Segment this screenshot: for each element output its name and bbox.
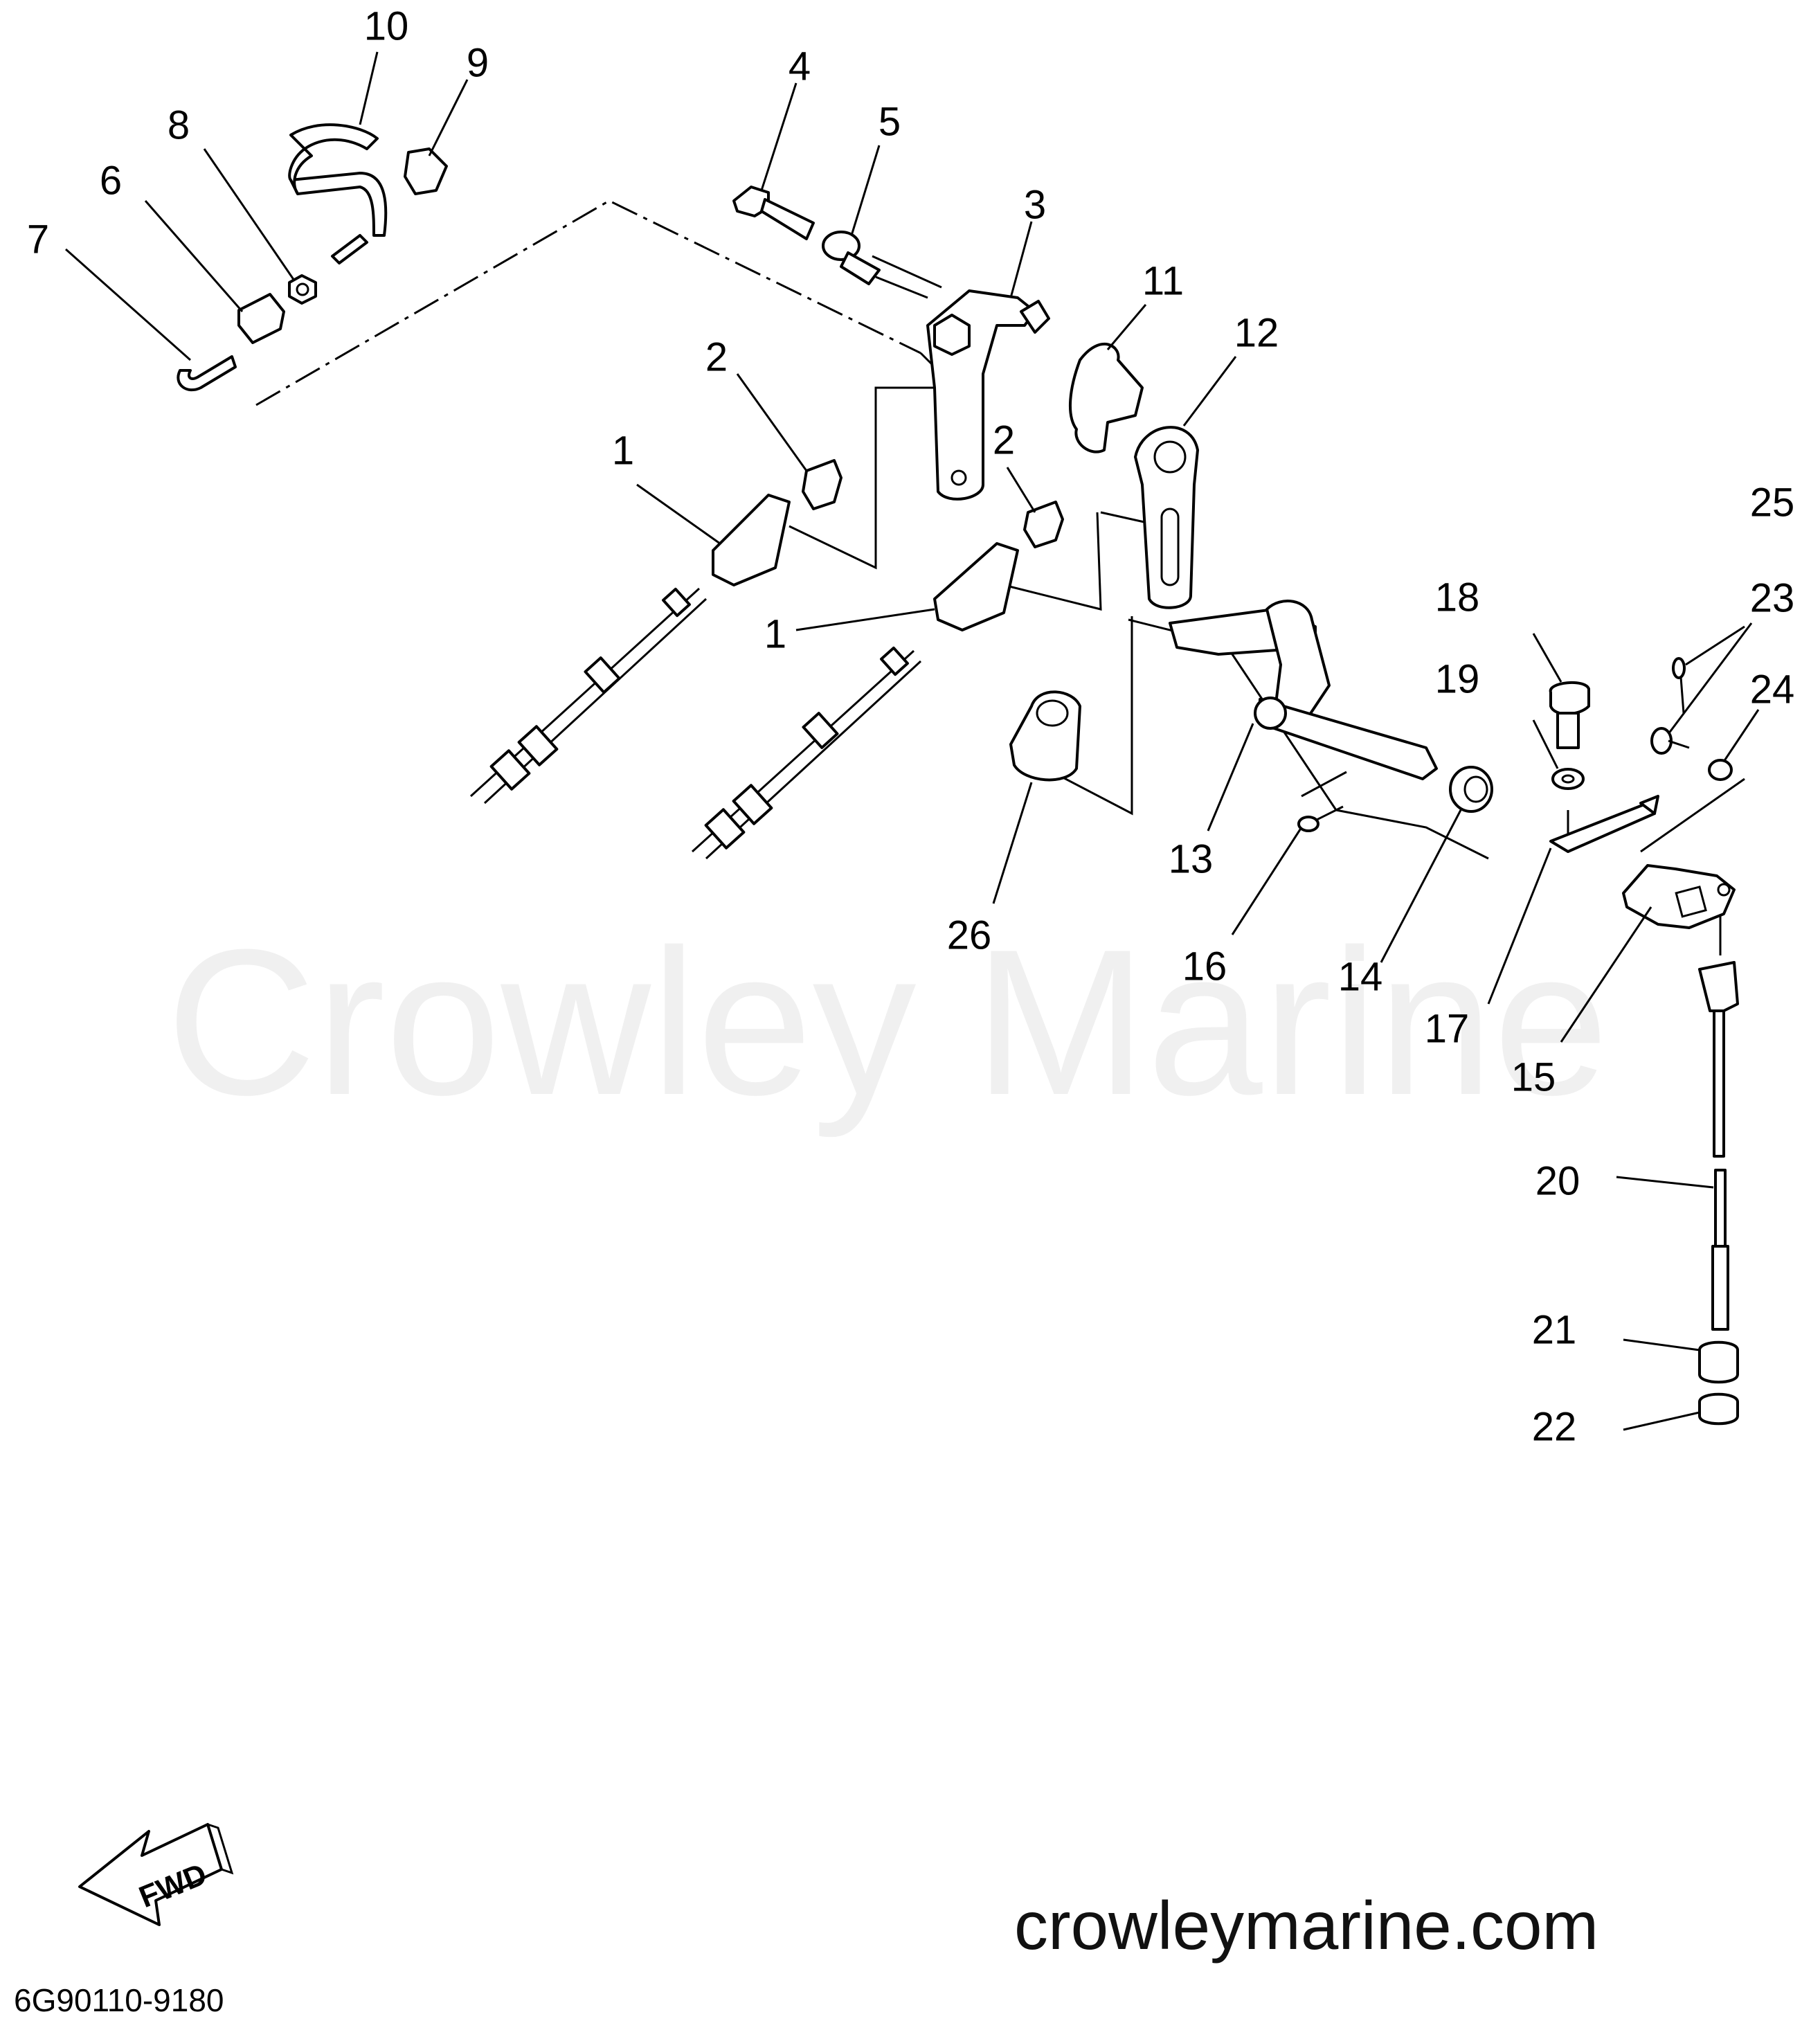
- callout-2b: 2: [993, 417, 1015, 462]
- threaded-rod: [331, 234, 368, 264]
- website-url: crowleymarine.com: [1014, 1887, 1598, 1964]
- callout-3: 3: [1024, 182, 1046, 227]
- cable-joint-1-left: [712, 494, 791, 586]
- clip-2-right: [1023, 501, 1064, 548]
- watermark: Crowley Marine: [166, 906, 1609, 1140]
- callout-21: 21: [1532, 1307, 1577, 1352]
- callout-7: 7: [27, 217, 49, 262]
- washer-19: [1551, 768, 1585, 790]
- callout-22: 22: [1532, 1404, 1577, 1449]
- callout-13: 13: [1169, 836, 1214, 881]
- callout-17: 17: [1425, 1006, 1470, 1051]
- callout-2a: 2: [705, 334, 728, 379]
- cotter-pin-25: [1672, 657, 1686, 714]
- clip-2-left: [802, 459, 843, 510]
- link-12: [1134, 426, 1199, 609]
- callout-11: 11: [1142, 258, 1184, 303]
- cam-26: [1009, 690, 1081, 782]
- callout-12: 12: [1234, 310, 1279, 355]
- cable-left: [469, 587, 708, 805]
- callout-19: 19: [1435, 656, 1480, 701]
- nut-21: [1698, 1340, 1739, 1384]
- bolt-18: [1549, 681, 1590, 749]
- callout-labels: 1 1 2 2 3 4 5 6 7 8 9 10 11 12 13 14 15 …: [27, 3, 1794, 1449]
- bolt-4: [732, 186, 815, 240]
- callout-15: 15: [1511, 1054, 1556, 1099]
- callout-1b: 1: [764, 611, 786, 656]
- callout-10: 10: [364, 3, 409, 48]
- callout-1a: 1: [612, 428, 634, 473]
- callout-5: 5: [879, 99, 901, 144]
- pin-23: [1650, 727, 1690, 755]
- nut-22: [1698, 1392, 1739, 1426]
- catalog-number: 6G90110-9180: [14, 1982, 224, 2018]
- callout-24: 24: [1750, 667, 1795, 712]
- spring-pin-7: [177, 355, 237, 392]
- cable-joint-1-right: [933, 542, 1019, 631]
- callout-8: 8: [168, 102, 190, 147]
- callout-14: 14: [1338, 954, 1383, 999]
- shift-lever-13: [1169, 600, 1438, 780]
- throttle-link-rod: [288, 123, 388, 237]
- callout-16: 16: [1182, 944, 1227, 989]
- bracket-15: [1622, 864, 1736, 929]
- callout-23: 23: [1750, 575, 1795, 620]
- rod-20: [1698, 961, 1739, 1331]
- grommet-14: [1449, 766, 1493, 813]
- collar-5: [822, 231, 881, 285]
- callout-18: 18: [1435, 575, 1480, 620]
- nut-8: [288, 274, 317, 305]
- rod-clip-9: [404, 147, 448, 195]
- washer-24: [1708, 759, 1733, 781]
- callout-25: 25: [1750, 480, 1795, 525]
- callout-20: 20: [1535, 1158, 1580, 1203]
- lever-3: [926, 289, 1050, 501]
- cable-right: [691, 646, 922, 860]
- spring-11: [1069, 343, 1144, 453]
- plate-17: [1549, 795, 1659, 853]
- callout-9: 9: [467, 40, 489, 85]
- leader-lines: [65, 51, 1760, 1431]
- callout-26: 26: [947, 913, 992, 958]
- joint-6: [237, 293, 285, 344]
- fwd-arrow: FWD: [78, 1823, 234, 1926]
- callout-6: 6: [100, 158, 122, 203]
- callout-4: 4: [789, 44, 811, 89]
- pin-16: [1297, 805, 1344, 832]
